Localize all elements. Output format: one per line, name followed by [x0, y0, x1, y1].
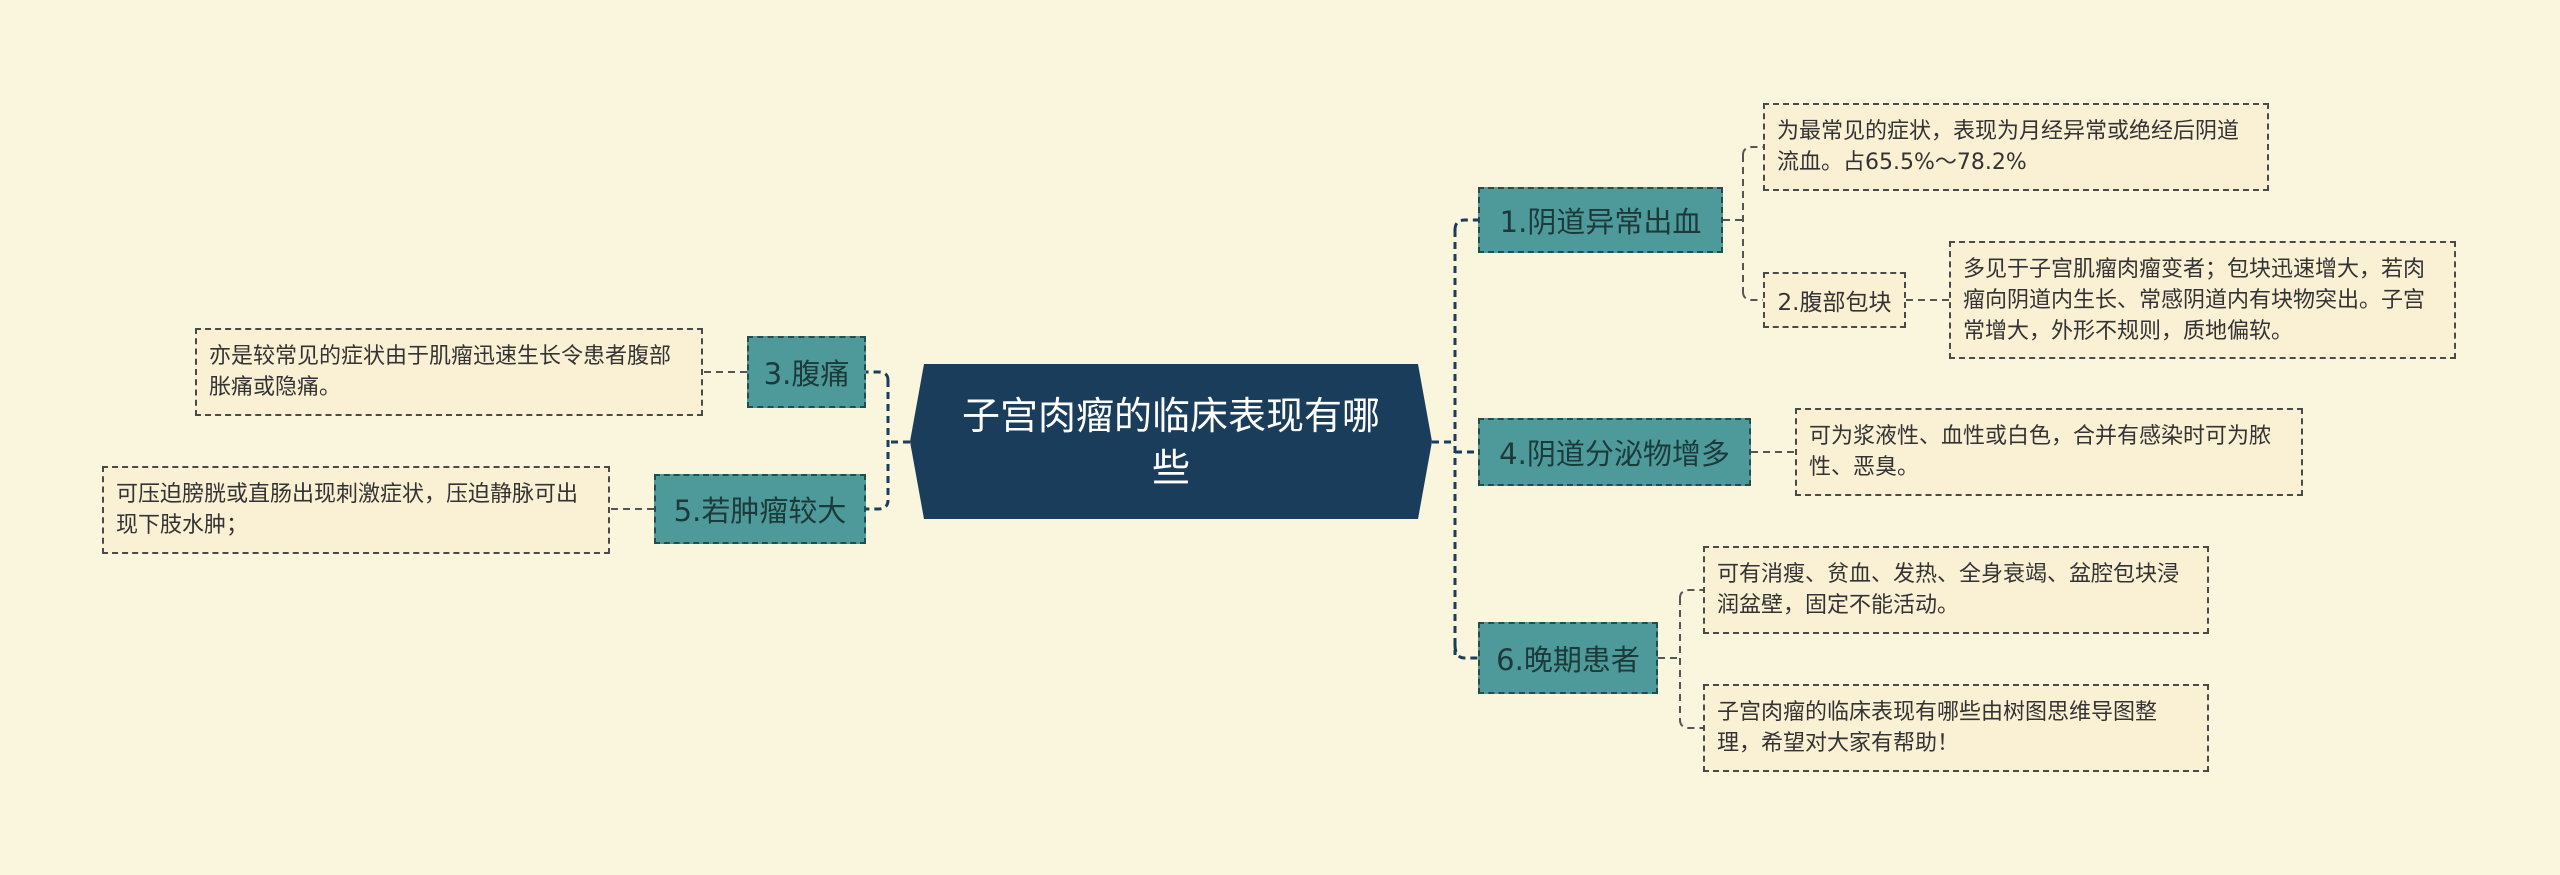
leaf-text: 多见于子宫肌瘤肉瘤变者；包块迅速增大，若肉瘤向阴道内生长、常感阴道内有块物突出。… [1963, 256, 2426, 344]
branch-large-tumor[interactable]: 5.若肿瘤较大 [654, 474, 866, 544]
branch-label: 5.若肿瘤较大 [673, 494, 847, 528]
leaf-text: 可为浆液性、血性或白色，合并有感染时可为脓性、恶臭。 [1809, 424, 2272, 480]
sub-branch-label: 2.腹部包块 [1777, 290, 1892, 316]
branch-label: 1.阴道异常出血 [1499, 205, 1702, 239]
leaf-text: 可压迫膀胱或直肠出现刺激症状，压迫静脉可出现下肢水肿； [116, 482, 579, 538]
central-topic-title: 子宫肉瘤的临床表现有哪些 [961, 393, 1380, 490]
branch-label: 3.腹痛 [763, 357, 850, 391]
connector-to-leaf-6b [1679, 719, 1703, 729]
connector-to-leaf-1a [1742, 146, 1763, 156]
connector-to-sub-2 [1742, 291, 1763, 301]
leaf-text: 子宫肉瘤的临床表现有哪些由树图思维导图整理，希望对大家有帮助！ [1717, 700, 2158, 756]
leaf-pain-detail[interactable]: 亦是较常见的症状由于肌瘤迅速生长令患者腹部胀痛或隐痛。 [195, 328, 703, 416]
leaf-text: 亦是较常见的症状由于肌瘤迅速生长令患者腹部胀痛或隐痛。 [209, 344, 672, 400]
branch-label: 4.阴道分泌物增多 [1499, 437, 1730, 471]
connector-to-branch-5 [866, 499, 890, 511]
connector-to-branch-1 [1453, 218, 1478, 231]
leaf-text: 为最常见的症状，表现为月经异常或绝经后阴道流血。占65.5%～78.2% [1777, 119, 2240, 175]
branch-discharge[interactable]: 4.阴道分泌物增多 [1478, 418, 1751, 486]
leaf-discharge-detail[interactable]: 可为浆液性、血性或白色，合并有感染时可为脓性、恶臭。 [1795, 408, 2303, 496]
leaf-text: 可有消瘦、贫血、发热、全身衰竭、盆腔包块浸润盆壁，固定不能活动。 [1717, 562, 2180, 618]
branch-abdominal-pain[interactable]: 3.腹痛 [747, 336, 866, 408]
leaf-tumor-detail[interactable]: 可压迫膀胱或直肠出现刺激症状，压迫静脉可出现下肢水肿； [102, 466, 610, 554]
leaf-late-stage-detail[interactable]: 可有消瘦、贫血、发热、全身衰竭、盆腔包块浸润盆壁，固定不能活动。 [1703, 546, 2209, 634]
branch-late-stage[interactable]: 6.晚期患者 [1478, 622, 1658, 694]
connector-to-branch-3 [866, 370, 890, 381]
connector-to-branch-6 [1453, 644, 1478, 660]
connector-to-leaf-6a [1679, 589, 1703, 599]
leaf-bleeding-detail[interactable]: 为最常见的症状，表现为月经异常或绝经后阴道流血。占65.5%～78.2% [1763, 103, 2269, 191]
branch-label: 6.晚期患者 [1496, 643, 1640, 677]
leaf-mass-detail[interactable]: 多见于子宫肌瘤肉瘤变者；包块迅速增大，若肉瘤向阴道内生长、常感阴道内有块物突出。… [1949, 241, 2456, 359]
branch-abdominal-mass[interactable]: 2.腹部包块 [1763, 272, 1906, 328]
leaf-credit-note[interactable]: 子宫肉瘤的临床表现有哪些由树图思维导图整理，希望对大家有帮助！ [1703, 684, 2209, 772]
branch-vaginal-bleeding[interactable]: 1.阴道异常出血 [1478, 187, 1723, 253]
central-topic[interactable]: 子宫肉瘤的临床表现有哪些 [910, 364, 1432, 519]
